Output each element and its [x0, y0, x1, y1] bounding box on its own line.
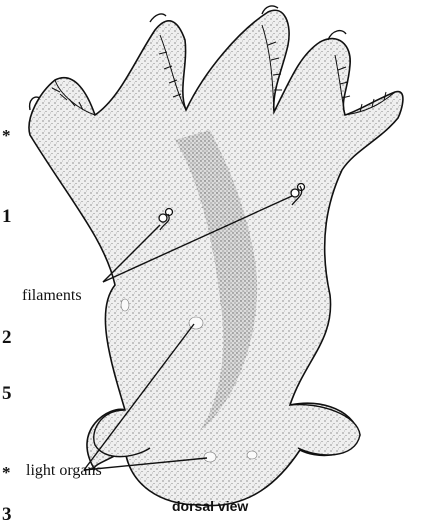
margin-mark-asterisk: * [2, 463, 11, 483]
filaments-label: filaments [22, 287, 82, 305]
margin-mark-asterisk: * [2, 126, 11, 146]
light-organs-label: light organs [26, 462, 102, 480]
margin-mark-number: 2 [2, 327, 12, 349]
right-fin [290, 405, 360, 455]
margin-mark-number: 5 [2, 383, 12, 405]
margin-mark-number: 3 [2, 504, 12, 526]
margin-mark-number: 1 [2, 206, 12, 228]
figure-caption: dorsal view [172, 498, 248, 514]
